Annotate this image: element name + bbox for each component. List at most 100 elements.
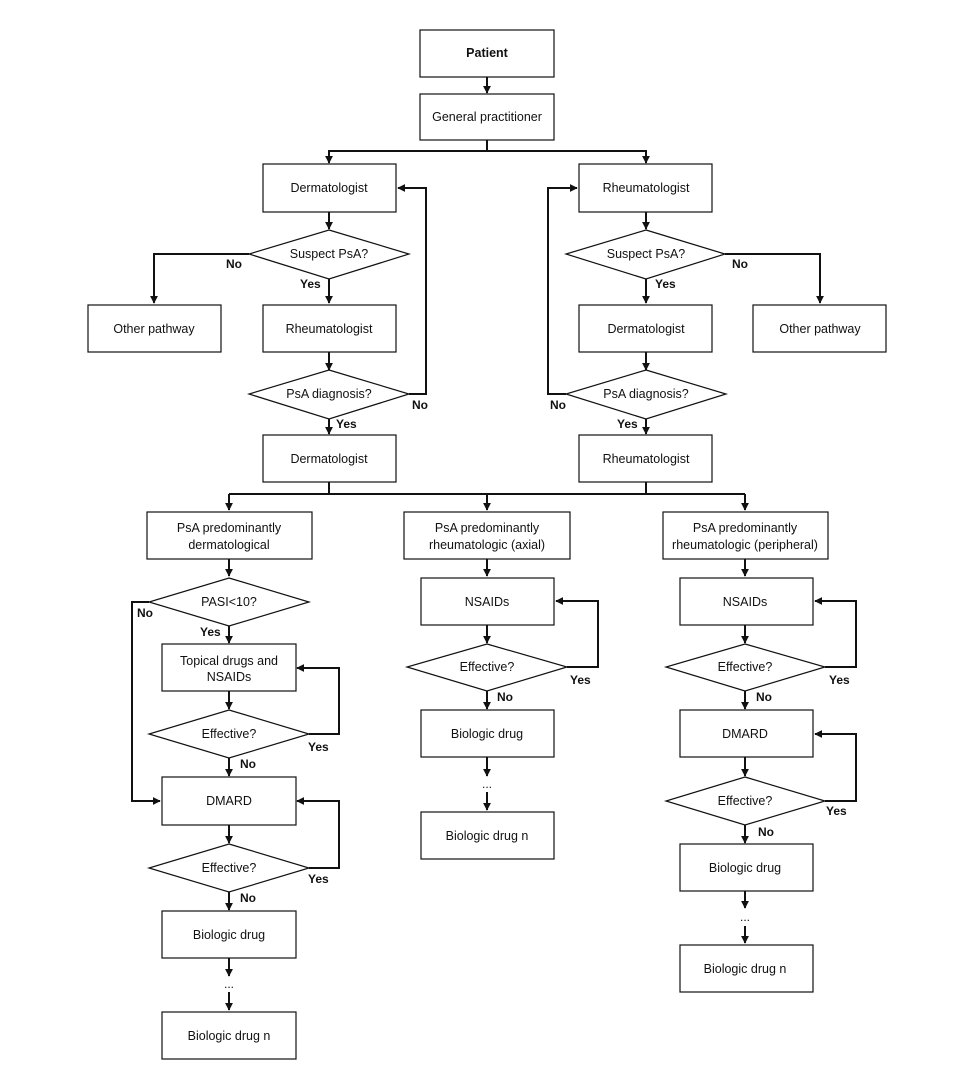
col1-ellipsis: ... — [224, 977, 234, 991]
node-col1-title: PsA predominantly dermatological — [146, 511, 313, 560]
node-general-practitioner: General practitioner — [419, 93, 555, 141]
edge-effective1-yes-loop — [296, 664, 340, 735]
col3-effective2-label: Effective? — [718, 794, 773, 808]
decision-diag-left-label: PsA diagnosis? — [286, 387, 372, 401]
col3-dmard-label: DMARD — [722, 727, 768, 741]
edge-suspect-no-other-right — [725, 253, 824, 304]
label-yes-col3-effective2: Yes — [826, 804, 847, 818]
label-no-suspect-right: No — [732, 257, 748, 271]
col3-ellipsis: ... — [740, 910, 750, 924]
node-col2-nsaids: NSAIDs — [420, 577, 555, 626]
col3-title-line2: rheumatologic (peripheral) — [672, 538, 818, 552]
col2-title-line2: rheumatologic (axial) — [429, 538, 545, 552]
node-col3-title: PsA predominantly rheumatologic (periphe… — [662, 511, 829, 560]
label-yes-col3-effective1: Yes — [829, 673, 850, 687]
decision-col1-effective-1: Effective? — [146, 709, 312, 759]
decision-suspect-left-label: Suspect PsA? — [290, 247, 369, 261]
decision-suspect-psa-left: Suspect PsA? — [246, 229, 412, 280]
edge-effective2-yes-loop — [296, 797, 340, 869]
label-yes-diagnosis-left: Yes — [336, 417, 357, 431]
node-other-left-label: Other pathway — [113, 322, 195, 336]
col1-effective2-label: Effective? — [202, 861, 257, 875]
node-derm-final-label: Dermatologist — [290, 452, 368, 466]
col2-nsaids-label: NSAIDs — [465, 595, 509, 609]
col3-nsaids-label: NSAIDs — [723, 595, 767, 609]
col1-biologic-n-label: Biologic drug n — [188, 1029, 271, 1043]
decision-diag-right-label: PsA diagnosis? — [603, 387, 689, 401]
edge-diagnosis-no-loop-right — [547, 184, 578, 395]
node-patient-label: Patient — [466, 46, 509, 60]
node-col1-biologic-n: Biologic drug n — [161, 1011, 297, 1060]
label-yes-suspect-left: Yes — [300, 277, 321, 291]
col1-title-line2: dermatological — [188, 538, 269, 552]
decision-suspect-right-label: Suspect PsA? — [607, 247, 686, 261]
col3-title-line1: PsA predominantly — [693, 521, 798, 535]
node-col3-biologic: Biologic drug — [679, 843, 814, 892]
edge-gp-dermatologist — [325, 140, 488, 164]
node-other-pathway-right: Other pathway — [752, 304, 887, 353]
label-no-suspect-left: No — [226, 257, 242, 271]
node-rheum-final-label: Rheumatologist — [603, 452, 690, 466]
decision-psa-diagnosis-left: PsA diagnosis? — [246, 369, 412, 420]
node-rheumatologist-referral: Rheumatologist — [262, 304, 397, 353]
decision-pasi-label: PASI<10? — [201, 595, 257, 609]
edge-gp-rheumatologist — [487, 150, 650, 164]
node-topical-drugs: Topical drugs and NSAIDs — [161, 643, 297, 692]
col1-title-line1: PsA predominantly — [177, 521, 282, 535]
label-no-col3-effective1: No — [756, 690, 772, 704]
edge-col3-effective1-yes-loop — [814, 597, 857, 668]
node-col3-nsaids: NSAIDs — [679, 577, 814, 626]
decision-col3-effective-1: Effective? — [663, 643, 828, 692]
node-col2-biologic: Biologic drug — [420, 709, 555, 758]
edge-labels: No Yes No Yes No Yes No Yes No Yes Yes N… — [137, 257, 850, 905]
label-yes-suspect-right: Yes — [655, 277, 676, 291]
edge-col2-effective-yes-loop — [555, 597, 599, 668]
decision-psa-diagnosis-right: PsA diagnosis? — [563, 369, 729, 420]
node-gp-label: General practitioner — [432, 110, 542, 124]
connectors — [131, 77, 857, 1011]
label-no-col1-effective1: No — [240, 757, 256, 771]
col2-ellipsis: ... — [482, 777, 492, 791]
label-no-diagnosis-left: No — [412, 398, 428, 412]
node-rheumatologist-first: Rheumatologist — [578, 163, 713, 213]
label-yes-pasi: Yes — [200, 625, 221, 639]
label-no-pasi: No — [137, 606, 153, 620]
node-col1-dmard: DMARD — [161, 776, 297, 826]
col2-biologic-label: Biologic drug — [451, 727, 523, 741]
node-dermatologist-referral: Dermatologist — [578, 304, 713, 353]
decision-suspect-psa-right: Suspect PsA? — [563, 229, 728, 280]
node-col3-biologic-n: Biologic drug n — [679, 944, 814, 993]
label-no-col2-effective: No — [497, 690, 513, 704]
label-no-diagnosis-right: No — [550, 398, 566, 412]
node-rheumatologist-final: Rheumatologist — [578, 434, 713, 483]
edge-col3-effective2-yes-loop — [814, 730, 857, 802]
col1-biologic-label: Biologic drug — [193, 928, 265, 942]
node-rheum-referral-label: Rheumatologist — [286, 322, 373, 336]
col3-effective1-label: Effective? — [718, 660, 773, 674]
col2-biologic-n-label: Biologic drug n — [446, 829, 529, 843]
node-col1-biologic: Biologic drug — [161, 910, 297, 959]
col1-effective1-label: Effective? — [202, 727, 257, 741]
label-yes-diagnosis-right: Yes — [617, 417, 638, 431]
col2-effective-label: Effective? — [460, 660, 515, 674]
col2-title-line1: PsA predominantly — [435, 521, 540, 535]
node-patient: Patient — [419, 29, 555, 78]
node-other-right-label: Other pathway — [779, 322, 861, 336]
col3-biologic-n-label: Biologic drug n — [704, 962, 787, 976]
node-col2-biologic-n: Biologic drug n — [420, 811, 555, 860]
label-no-col3-effective2: No — [758, 825, 774, 839]
node-derm-referral-label: Dermatologist — [607, 322, 685, 336]
edge-suspect-no-other — [150, 253, 249, 304]
node-derm-first-label: Dermatologist — [290, 181, 368, 195]
col1-dmard-label: DMARD — [206, 794, 252, 808]
decision-pasi: PASI<10? — [146, 577, 312, 627]
decision-col2-effective: Effective? — [404, 643, 570, 692]
topical-line1: Topical drugs and — [180, 654, 278, 668]
topical-line2: NSAIDs — [207, 670, 251, 684]
label-no-col1-effective2: No — [240, 891, 256, 905]
decision-col1-effective-2: Effective? — [146, 843, 312, 893]
col3-biologic-label: Biologic drug — [709, 861, 781, 875]
node-dermatologist-first: Dermatologist — [262, 163, 397, 213]
node-col3-dmard: DMARD — [679, 709, 814, 758]
